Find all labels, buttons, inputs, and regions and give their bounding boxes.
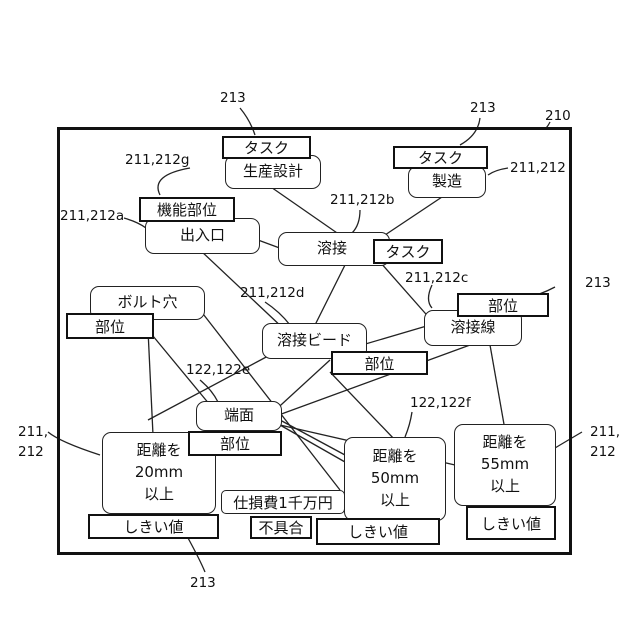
node-deiriguchi: 出入口 [145, 218, 260, 254]
tag-shikii-chi: しきい値 [466, 506, 556, 540]
tag-shikii-chi: しきい値 [316, 518, 440, 545]
tag-bui: 部位 [457, 293, 549, 317]
tag-shikii-chi: しきい値 [88, 514, 219, 539]
ref-label: 122,122e [186, 362, 250, 378]
ref-label: 213 [190, 575, 216, 591]
tag-task: タスク [222, 136, 311, 159]
node-tanmen: 端面 [196, 401, 282, 431]
tag-task: タスク [393, 146, 488, 169]
ref-label: 211,212 [510, 160, 566, 176]
tag-task: タスク [373, 239, 443, 264]
node-kyori-50mm: 距離を 50mm 以上 [344, 437, 446, 521]
ref-label: 213 [220, 90, 246, 106]
ref-label: 211,212d [240, 285, 304, 301]
node-seizo: 製造 [408, 166, 486, 198]
node-kyori-55mm: 距離を 55mm 以上 [454, 424, 556, 506]
ref-label: 211, 212 [590, 422, 620, 463]
fig-ref-label: 210 [545, 108, 571, 124]
tag-bui: 部位 [331, 351, 428, 375]
ref-label: 211,212b [330, 192, 394, 208]
tag-bui: 部位 [188, 431, 282, 456]
ref-label: 213 [470, 100, 496, 116]
ref-label: 211,212c [405, 270, 468, 286]
ref-label: 211,212g [125, 152, 189, 168]
tag-kinou-bui: 機能部位 [139, 197, 235, 222]
ref-label: 211,212a [60, 208, 124, 224]
ref-label: 213 [585, 275, 611, 291]
ref-label: 211, 212 [18, 422, 48, 463]
tag-bui: 部位 [66, 313, 154, 339]
node-seisan-sekkei: 生産設計 [225, 155, 321, 189]
tag-fuguai: 不具合 [250, 516, 312, 539]
node-shisonhi: 仕損費1千万円 [221, 490, 345, 514]
ref-label: 122,122f [410, 395, 471, 411]
